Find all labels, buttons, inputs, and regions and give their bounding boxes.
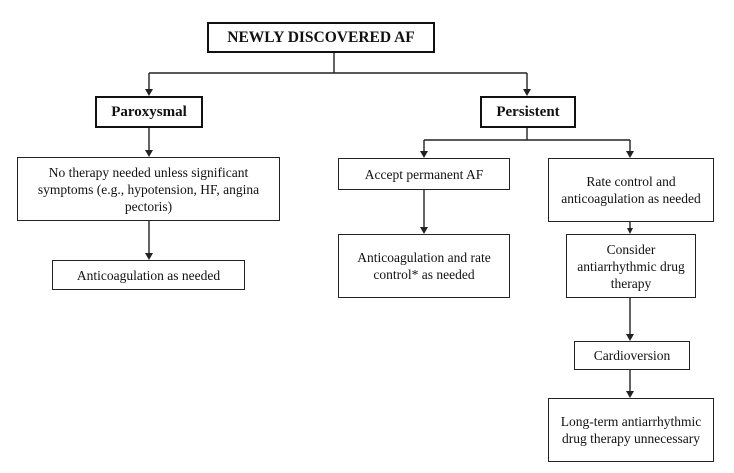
- node-paroxysmal: Paroxysmal: [95, 96, 203, 128]
- node-newly-discovered-af: NEWLY DISCOVERED AF: [207, 22, 435, 53]
- node-long-term: Long-term antiarrhythmic drug therapy un…: [548, 398, 714, 462]
- node-rate-control-anticoag: Rate control and anticoagulation as need…: [548, 158, 714, 222]
- node-accept-permanent-af: Accept permanent AF: [338, 158, 510, 190]
- node-cardioversion: Cardioversion: [574, 341, 690, 370]
- node-consider-aad: Consider antiarrhythmic drug therapy: [566, 234, 696, 298]
- arrowhead: [145, 150, 153, 157]
- arrowhead: [626, 391, 634, 398]
- arrowhead: [145, 253, 153, 260]
- node-no-therapy: No therapy needed unless significant sym…: [17, 157, 280, 221]
- node-anticoag-as-needed: Anticoagulation as needed: [52, 260, 245, 290]
- arrowhead: [523, 89, 531, 96]
- node-persistent: Persistent: [480, 96, 576, 128]
- arrowhead: [626, 334, 634, 341]
- arrowhead: [627, 228, 633, 234]
- arrowhead: [420, 227, 428, 234]
- arrowhead: [420, 151, 428, 158]
- node-anticoag-rate-control: Anticoagulation and rate control* as nee…: [338, 234, 510, 298]
- arrowhead: [145, 89, 153, 96]
- arrowhead: [626, 151, 634, 158]
